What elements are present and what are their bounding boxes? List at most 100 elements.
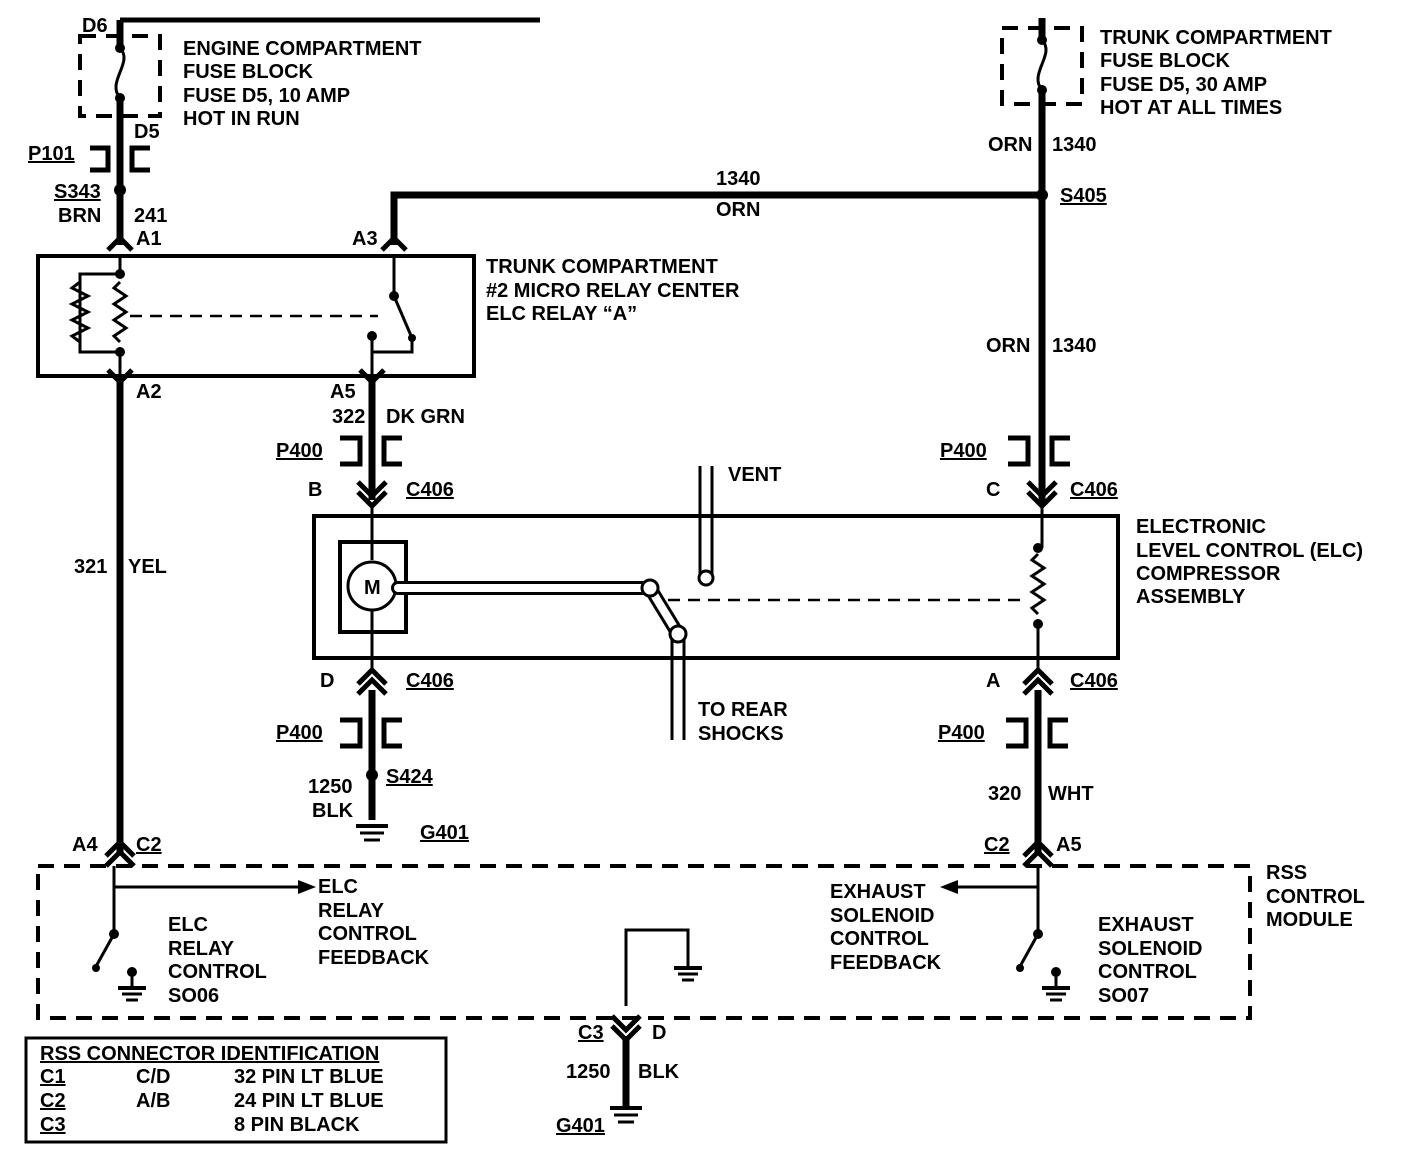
pin-d-label: D (320, 670, 334, 692)
elc-control-2: RELAY (168, 938, 235, 960)
rear-shocks-label: TO REAR (698, 699, 788, 721)
p101-connector: P101 (28, 143, 150, 173)
pin-a4-label: A4 (72, 834, 98, 856)
p400-label-b: P400 (276, 440, 323, 462)
c2-label-right: C2 (984, 834, 1010, 856)
legend-row-2-desc: 24 PIN LT BLUE (234, 1090, 384, 1112)
elc-control-1: ELC (168, 914, 208, 936)
wire-322-color: DK GRN (386, 406, 465, 428)
c406-label-d: C406 (406, 670, 454, 692)
p400-label-a: P400 (938, 722, 985, 744)
trunk-fuse-subtitle: FUSE BLOCK (1100, 50, 1231, 72)
connector-legend: RSS CONNECTOR IDENTIFICATION C1 C/D 32 P… (24, 1036, 448, 1144)
wire-320-color: WHT (1048, 783, 1094, 805)
compressor-assembly: M VENT TO REAR SHOCKS ELECTRONIC LEVEL C… (312, 464, 1363, 745)
elc-relay: TRUNK COMPARTMENT #2 MICRO RELAY CENTER … (36, 254, 740, 378)
c2-pin-a5 (1022, 838, 1054, 868)
rear-shocks-label-2: SHOCKS (698, 723, 784, 745)
wire-320-number: 320 (988, 783, 1021, 805)
wire-1340-color-mid: ORN (986, 335, 1030, 357)
wire-1340-number: 1340 (716, 168, 761, 190)
c406-label-b: C406 (406, 479, 454, 501)
p101-label: P101 (28, 143, 75, 165)
fuse-pin-d6: D6 (82, 15, 108, 37)
wire-321-color: YEL (128, 556, 167, 578)
legend-row-3-desc: 8 PIN BLACK (234, 1114, 360, 1136)
module-name-2: CONTROL (1266, 886, 1365, 908)
relay-title: TRUNK COMPARTMENT (486, 256, 718, 278)
trunk-fuse-hot: HOT AT ALL TIMES (1100, 97, 1282, 119)
exhaust-control-2: SOLENOID (1098, 938, 1202, 960)
exhaust-control-4: SO07 (1098, 985, 1149, 1007)
pin-a3-label: A3 (352, 228, 378, 250)
pin-a-label: A (986, 670, 1000, 692)
pin-a2-label: A2 (136, 381, 162, 403)
wire-322-number: 322 (332, 406, 365, 428)
s424-splice (366, 769, 378, 781)
engine-fuse-subtitle: FUSE BLOCK (183, 61, 314, 83)
compressor-assembly-label: ASSEMBLY (1136, 586, 1246, 608)
p400-connector-b: P400 (276, 435, 402, 467)
legend-title: RSS CONNECTOR IDENTIFICATION (40, 1043, 379, 1065)
pin-a5-label: A5 (330, 381, 356, 403)
wire-1340-number-top: 1340 (1052, 134, 1097, 156)
rss-control-module: RSS CONTROL MODULE ELC RELAY CONTROL FEE… (36, 862, 1365, 1020)
p400-connector-a: P400 (938, 717, 1068, 749)
engine-fuse-rating: FUSE D5, 10 AMP (183, 85, 350, 107)
wire-1250-module-color: BLK (638, 1061, 680, 1083)
elc-control-4: SO06 (168, 985, 219, 1007)
legend-row-1-connector: C1 (40, 1066, 66, 1088)
relay-name: ELC RELAY “A” (486, 303, 637, 325)
c406-pin-d (356, 666, 388, 696)
engine-fuse-block: D6 D5 ENGINE COMPARTMENT FUSE BLOCK FUSE… (78, 15, 540, 190)
pin-a3-connector (380, 234, 408, 252)
motor-label: M (364, 577, 381, 599)
exhaust-control-3: CONTROL (1098, 961, 1197, 983)
pin-d-module-label: D (652, 1022, 666, 1044)
s424-label: S424 (386, 766, 434, 788)
legend-row-1-desc: 32 PIN LT BLUE (234, 1066, 384, 1088)
wire-1250-module-number: 1250 (566, 1061, 611, 1083)
compressor-type: COMPRESSOR (1136, 563, 1281, 585)
pin-c-label: C (986, 479, 1000, 501)
vent-outlet (697, 569, 715, 587)
exhaust-feedback-3: CONTROL (830, 928, 929, 950)
trunk-fuse-block: TRUNK COMPARTMENT FUSE BLOCK FUSE D5, 30… (1000, 18, 1332, 505)
pin-a5-module-label: A5 (1056, 834, 1082, 856)
wire-1340 (390, 191, 1042, 245)
module-name-3: MODULE (1266, 909, 1353, 931)
trunk-fuse-title: TRUNK COMPARTMENT (1100, 27, 1332, 49)
p400-label-c: P400 (940, 440, 987, 462)
vent-label: VENT (728, 464, 781, 486)
g401-label-left: G401 (420, 822, 469, 844)
wire-241-color: BRN (58, 205, 101, 227)
wire-1340-number-mid: 1340 (1052, 335, 1097, 357)
g401-label-module: G401 (556, 1115, 605, 1137)
relay-subtitle: #2 MICRO RELAY CENTER (486, 280, 740, 302)
ground-icon (356, 824, 388, 842)
exhaust-feedback-1: EXHAUST (830, 881, 926, 903)
pin-a1-connector (106, 234, 134, 252)
exhaust-feedback-2: SOLENOID (830, 905, 934, 927)
legend-row-3-connector: C3 (40, 1114, 66, 1136)
pin-b-label: B (308, 479, 322, 501)
elc-control-3: CONTROL (168, 961, 267, 983)
c406-label-a: C406 (1070, 670, 1118, 692)
fuse-pin-d5: D5 (134, 121, 160, 143)
wire-241-number: 241 (134, 205, 167, 227)
elc-feedback-3: CONTROL (318, 923, 417, 945)
trunk-fuse-rating: FUSE D5, 30 AMP (1100, 74, 1267, 96)
legend-row-2-cavity: A/B (136, 1090, 170, 1112)
s343-label: S343 (54, 181, 101, 203)
p400-connector-c: P400 (940, 435, 1070, 467)
compressor-subtitle: LEVEL CONTROL (ELC) (1136, 540, 1363, 562)
module-name-1: RSS (1266, 862, 1307, 884)
p400-label-d: P400 (276, 722, 323, 744)
exhaust-feedback-4: FEEDBACK (830, 952, 942, 974)
ground-icon (610, 1106, 642, 1124)
wire-1250-color: BLK (312, 800, 354, 822)
c3-label: C3 (578, 1022, 604, 1044)
wire-1250-number: 1250 (308, 776, 353, 798)
elc-feedback-4: FEEDBACK (318, 947, 430, 969)
